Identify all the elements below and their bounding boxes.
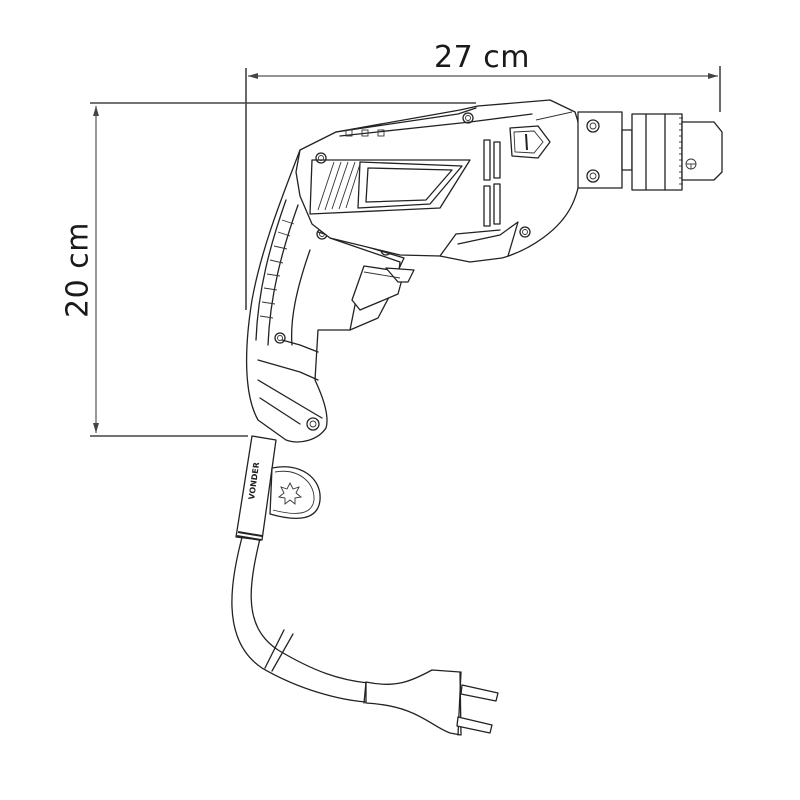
grip-ribs (259, 219, 295, 319)
chuck-key-hole-icon (685, 158, 697, 170)
power-cord (231, 529, 369, 703)
drill-handle (245, 149, 405, 443)
height-dimension (90, 102, 476, 437)
trigger-switch (351, 265, 415, 311)
gear-housing (577, 111, 633, 189)
star-emblem-icon (277, 481, 303, 505)
strain-relief: VONDER (235, 435, 321, 541)
drill-chuck (631, 113, 723, 191)
width-dimension-label: 27 cm (434, 40, 530, 75)
width-dimension (245, 66, 721, 310)
vent-slats (317, 161, 361, 211)
power-plug (363, 669, 499, 736)
height-dimension-label: 20 cm (60, 222, 96, 318)
drill-body (295, 99, 583, 263)
